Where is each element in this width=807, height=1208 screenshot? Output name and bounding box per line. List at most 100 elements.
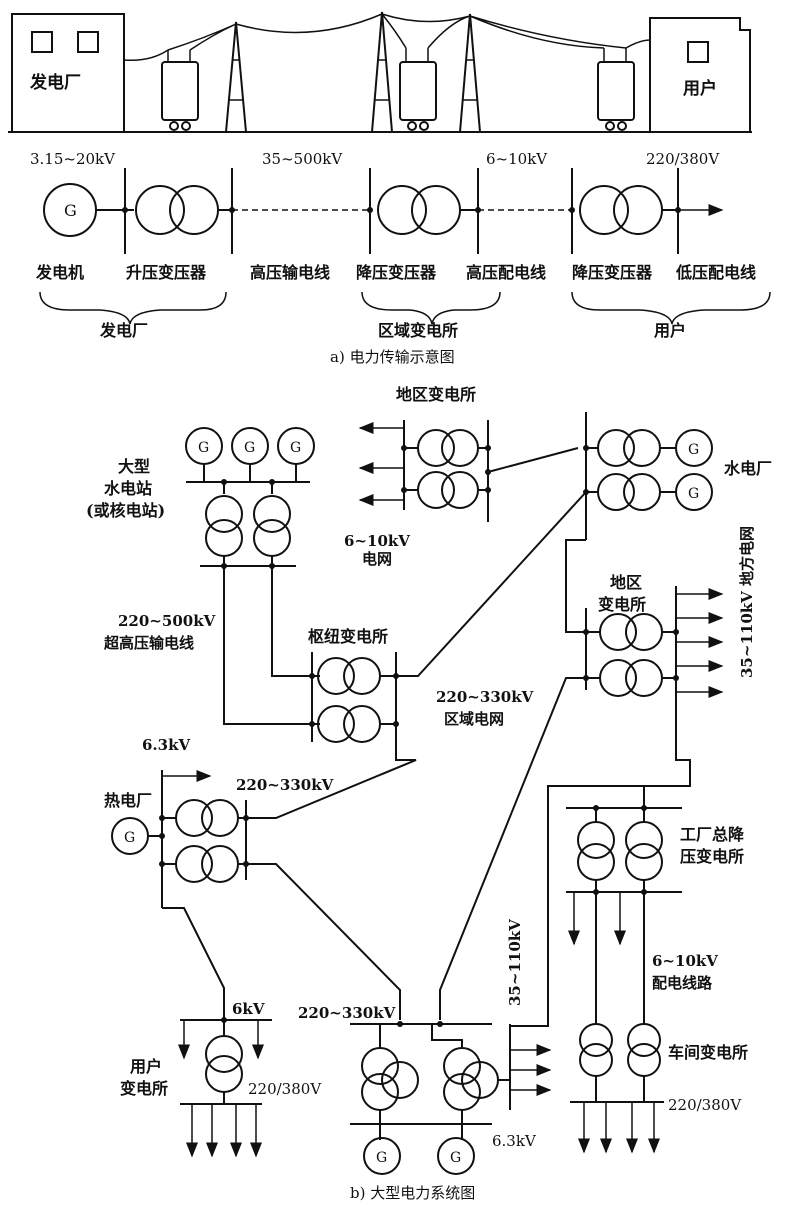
caption-a: a) 电力传输示意图 [330,348,455,366]
volt-35-110-vertical: 35~110kV [506,919,524,1006]
hydro-plant-label: 水电厂 [724,459,772,478]
plant-building [11,13,125,132]
pictorial-scene: 发电厂 用户 [8,11,752,133]
svg-text:G: G [688,486,699,502]
voltage-hv: 35~500kV [262,150,343,168]
user-building [649,17,751,132]
regional-substation-right-l2: 变电所 [598,595,646,614]
svg-text:G: G [198,440,209,456]
comp-step-up: 升压变压器 [126,263,207,282]
step-down-transformer-coil [377,185,427,235]
ehv-line-right [271,566,320,677]
user-sub-l2: 变电所 [120,1079,168,1098]
group-user: 用户 [654,321,686,340]
tower-1 [225,21,247,133]
overhead-wires [123,13,651,62]
line-hydro-to-regional [565,539,586,633]
step-down-transformer-coil-2 [613,185,663,235]
user-substation [178,1017,272,1158]
step-up-transformer-coil [135,185,185,235]
ehv-line-l1: 220~500kV [118,612,216,630]
line-thermal-to-user [162,907,225,1018]
regional-substation-top-label: 地区变电所 [396,385,476,404]
regional-substation-top [358,420,579,522]
plant-window [77,31,99,53]
volt-6kv: 6kV [232,1000,265,1018]
volt-6-3-bottom: 6.3kV [492,1132,537,1150]
factory-sub-l1: 工厂总降 [680,825,745,844]
grid-6-10-l2: 电网 [362,550,392,568]
hub-substation [309,652,399,743]
voltage-dist: 6~10kV [486,150,548,168]
step-up-transformer-coil [169,185,219,235]
ehv-line-l2: 超高压输电线 [103,634,194,652]
bottom-plant: G G [350,1021,552,1175]
hydro-plant: G G [583,412,713,540]
ehv-line-left [223,566,320,725]
plant-window [31,31,53,53]
comp-hv-line: 高压输电线 [250,263,330,282]
line-hub-to-thermal [246,724,417,819]
generator-g-a: G [64,201,77,220]
regional-substation-right [583,586,724,716]
brace-substation [361,291,501,325]
brace-plant [39,291,227,325]
transformer-2 [399,48,437,131]
line-regional-to-bottom [439,677,586,1020]
comp-step-down-2: 降压变压器 [572,263,653,282]
hub-substation-label: 枢纽变电所 [308,627,388,646]
svg-text:G: G [290,440,301,456]
group-substation: 区域变电所 [378,321,458,340]
grid-6-10-l1: 6~10kV [344,532,410,550]
comp-lv-dist-line: 低压配电线 [675,263,756,282]
comp-generator: 发电机 [35,263,84,282]
volt-220-330-a: 220~330kV [236,776,334,794]
step-down-transformer-coil-2 [579,185,629,235]
local-grid-vertical: 35~110kV 地方电网 [738,526,756,678]
comp-hv-dist-line: 高压配电线 [466,263,546,282]
user-sub-l1: 用户 [130,1057,162,1076]
regional-grid-l2: 区域电网 [444,710,504,728]
user-window [687,41,709,63]
tower-2 [371,11,393,133]
step-down-transformer-coil [411,185,461,235]
large-plant-l2: 水电站 [104,479,152,498]
factory-sub-l2: 压变电所 [680,847,744,866]
voltage-low: 220/380V [646,150,720,168]
group-plant: 发电厂 [99,321,148,340]
factory-substation [566,786,682,1024]
svg-text:G: G [376,1150,387,1166]
line-hub-to-hydro [396,491,587,677]
thermal-plant: G [111,770,249,908]
large-plant-l1: 大型 [118,457,150,476]
dist-line-l2: 配电线路 [652,974,713,992]
volt-220-380-a: 220/380V [248,1080,322,1098]
comp-step-down-1: 降压变压器 [356,263,437,282]
regional-substation-right-l1: 地区 [610,573,642,592]
schematic-b: G G G 大型 水电站 (或核电站) 220~500kV 超高压输电线 [86,385,772,1202]
regional-grid-l1: 220~330kV [436,688,534,706]
large-hydro-plant: G G G [185,427,315,569]
svg-text:G: G [450,1150,461,1166]
voltage-gen: 3.15~20kV [30,150,116,168]
large-plant-l3: (或核电站) [86,501,165,520]
tower-3 [459,13,481,133]
dist-line-l1: 6~10kV [652,952,718,970]
brace-user [571,291,771,325]
line-thermal-to-bottom [246,863,401,1020]
svg-text:G: G [244,440,255,456]
caption-b: b) 大型电力系统图 [350,1184,475,1202]
line-regional-to-factory [510,716,691,1027]
schematic-a: 3.15~20kV 35~500kV 6~10kV 220/380V G 发电机… [30,150,771,366]
thermal-plant-label: 热电厂 [104,791,152,810]
volt-6-3-top: 6.3kV [142,736,190,754]
svg-text:G: G [124,830,135,846]
workshop-sub-label: 车间变电所 [668,1043,748,1062]
transformer-1 [161,50,199,131]
workshop-substation [570,1023,664,1154]
transformer-3 [597,48,635,131]
svg-text:G: G [688,442,699,458]
user-label: 用户 [683,78,717,99]
plant-label: 发电厂 [29,72,81,93]
